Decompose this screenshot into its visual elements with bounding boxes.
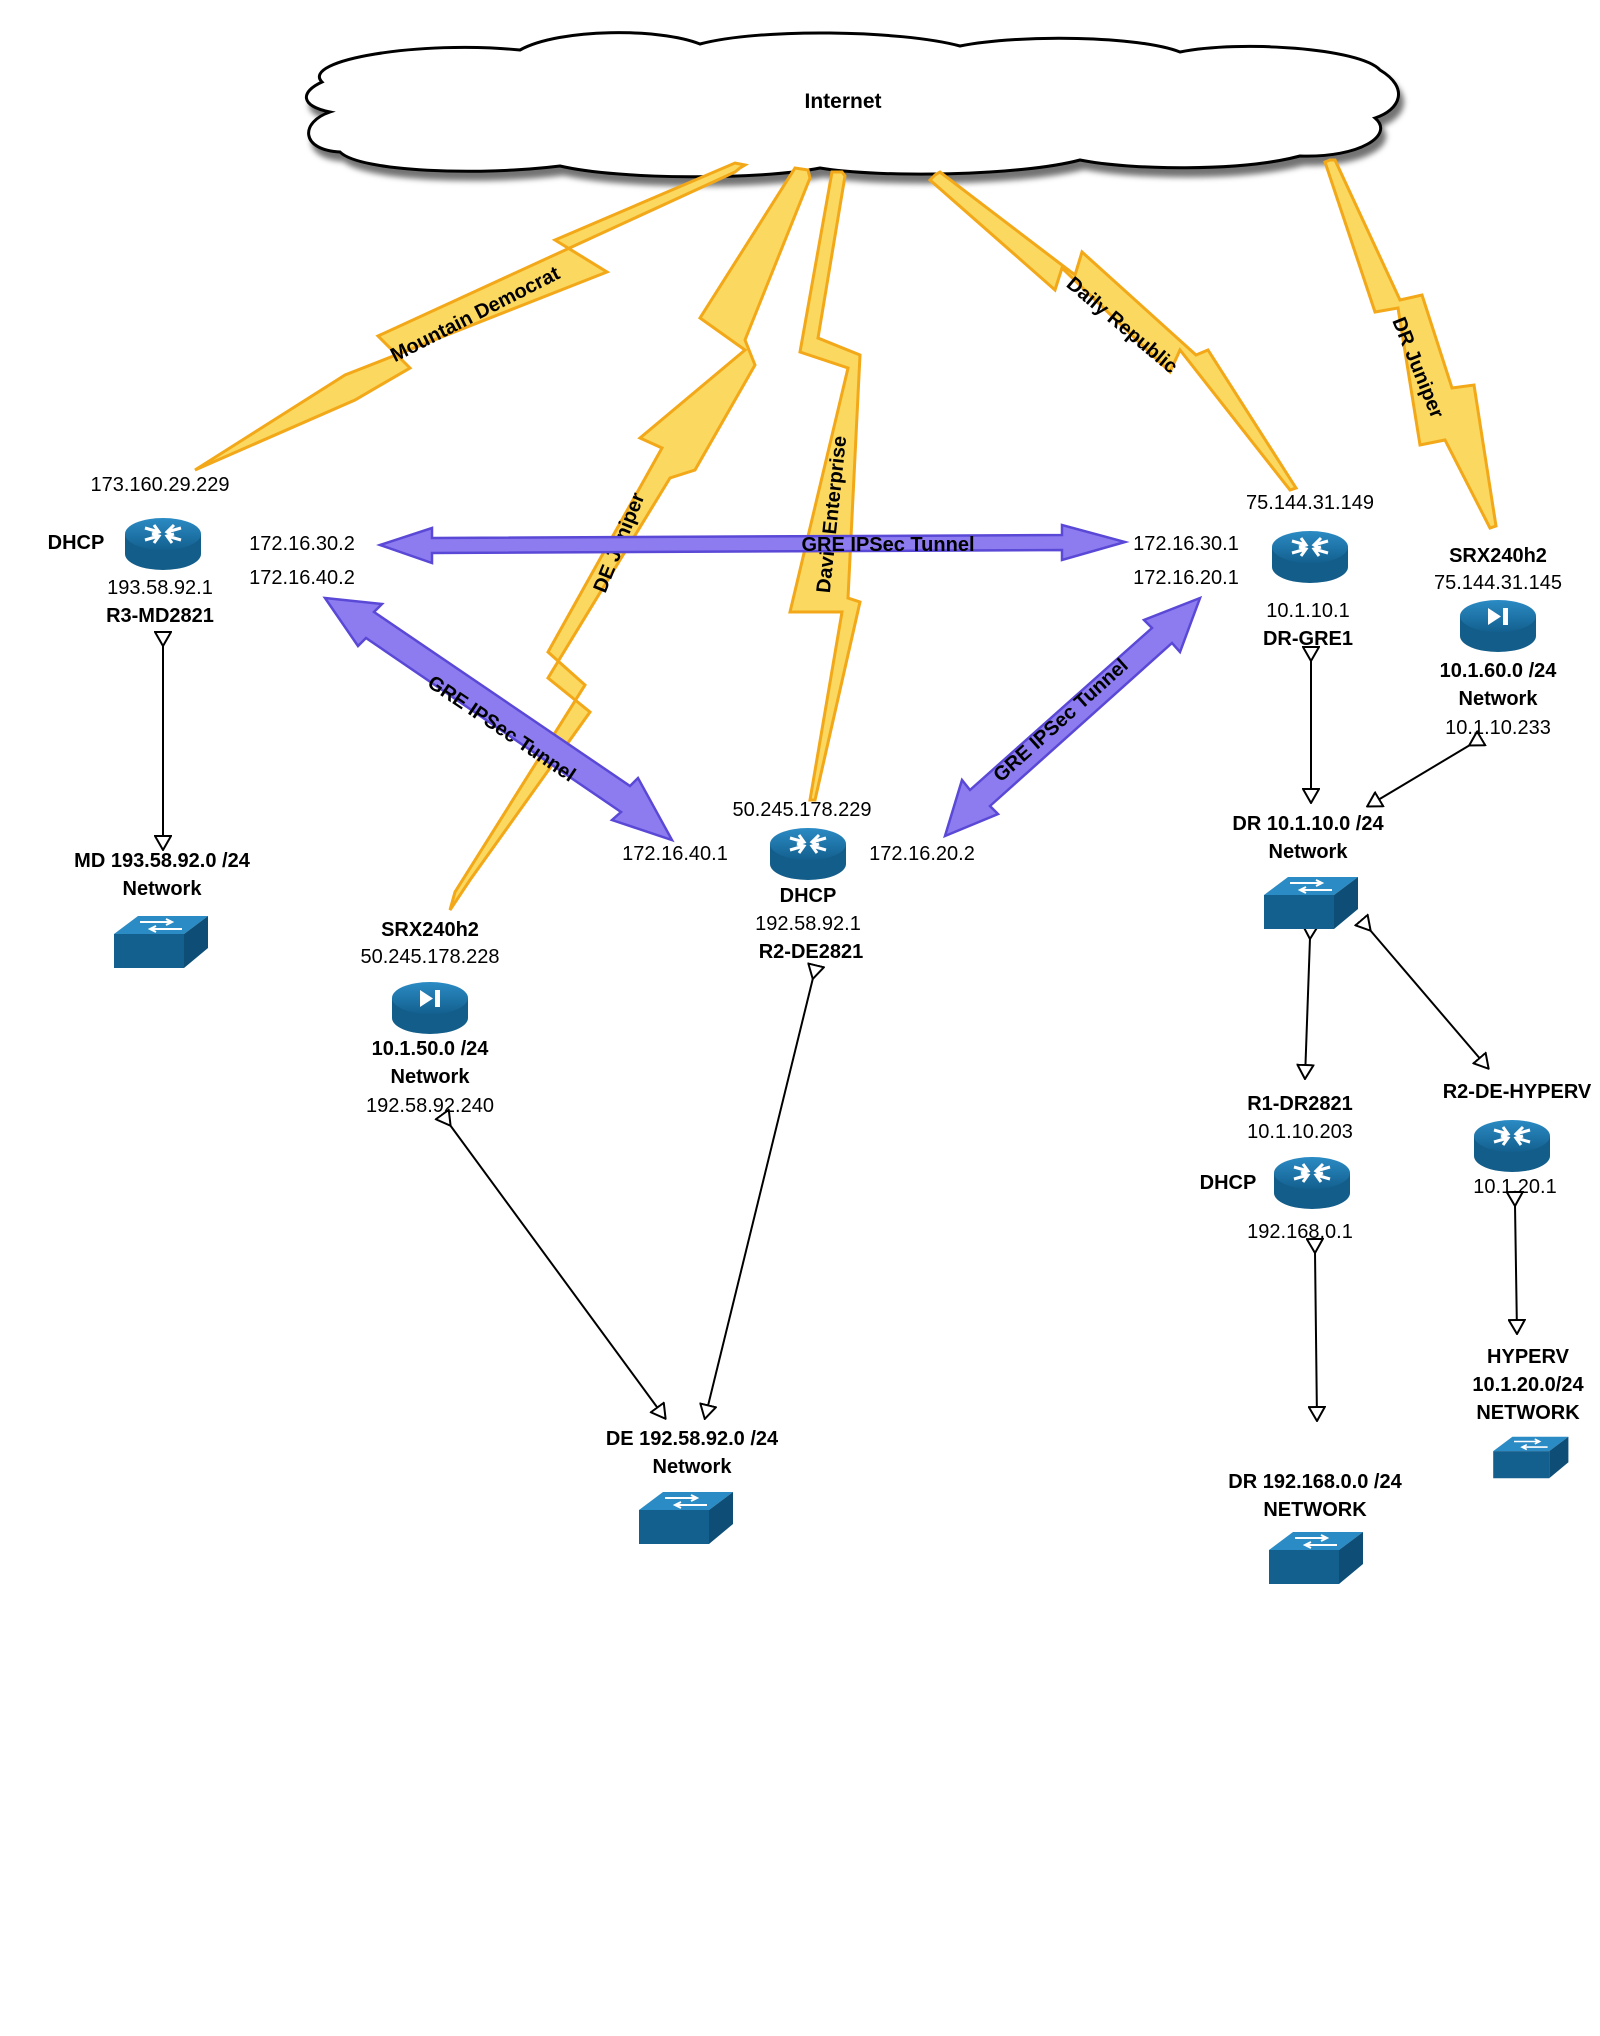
connector-de-router-network: [705, 978, 813, 1418]
hyperv-network-sublabel: NETWORK: [1476, 1402, 1580, 1424]
tunnel-gre-top-label: GRE IPSec Tunnel: [802, 534, 975, 556]
dr-wan-ip: 75.144.31.149: [1246, 492, 1374, 514]
dr-srx-wan-ip: 75.144.31.145: [1434, 572, 1562, 594]
dr-network-label: DR 10.1.10.0 /24: [1232, 813, 1384, 835]
md-wan-ip: 173.160.29.229: [90, 474, 229, 496]
link-davis-enterprise: Davis Enterprise: [788, 170, 862, 802]
dr-192-network-switch-icon[interactable]: [1268, 1531, 1364, 1585]
link-dr-juniper: DR Juniper: [1323, 158, 1498, 530]
de-router-icon[interactable]: [768, 826, 848, 882]
hyperv-lan-ip: 10.1.20.1: [1473, 1176, 1556, 1198]
hyperv-network-switch-icon[interactable]: [1492, 1435, 1570, 1480]
r1-dr-name: R1-DR2821: [1247, 1093, 1353, 1115]
dr-srx-subnet-label: Network: [1459, 688, 1539, 710]
connector-dr-network-r1: [1305, 938, 1310, 1078]
de-srx-subnet-label: Network: [391, 1066, 471, 1088]
connector-de-srx-network: [450, 1125, 665, 1418]
connector-dr-network-hyperv: [1370, 930, 1488, 1068]
r1-dr-wan-ip: 10.1.10.203: [1247, 1121, 1353, 1143]
tunnel-gre-left: GRE IPSec Tunnel: [322, 596, 675, 843]
de-srx-icon[interactable]: [392, 982, 468, 1034]
de-srx-lan-ip: 192.58.92.240: [366, 1095, 494, 1117]
connector-dr-srx-network: [1368, 745, 1470, 806]
de-tunnel-right-ip: 172.16.20.2: [869, 843, 975, 865]
r1-dr-dhcp-label: DHCP: [1200, 1172, 1257, 1194]
md-network-sublabel: Network: [123, 878, 203, 900]
de-network-sublabel: Network: [653, 1456, 733, 1478]
dr-192-network-sublabel: NETWORK: [1263, 1499, 1367, 1521]
dr-192-network-label: DR 192.168.0.0 /24: [1228, 1471, 1402, 1493]
tunnel-gre-right: GRE IPSec Tunnel: [943, 595, 1203, 839]
dr-srx-lan-ip: 10.1.10.233: [1445, 717, 1551, 739]
r1-dr-router-icon[interactable]: [1272, 1155, 1352, 1211]
hyperv-router-icon[interactable]: [1472, 1118, 1552, 1174]
hyperv-network-subnet: 10.1.20.0/24: [1472, 1374, 1584, 1396]
dr-lan-ip: 10.1.10.1: [1266, 600, 1349, 622]
link-daily-republic: Daily Republic: [927, 170, 1299, 492]
md-network-switch-icon[interactable]: [113, 915, 209, 969]
de-network-label: DE 192.58.92.0 /24: [606, 1428, 779, 1450]
md-dhcp-label: DHCP: [48, 532, 105, 554]
de-dhcp-label: DHCP: [780, 885, 837, 907]
internet-cloud: Internet: [304, 31, 1400, 179]
md-router-icon[interactable]: [123, 516, 203, 572]
tunnel-ip-172-16-30-2: 172.16.30.2: [249, 533, 355, 555]
connector-r1-dr-network: [1315, 1252, 1317, 1420]
de-srx-subnet: 10.1.50.0 /24: [372, 1038, 490, 1060]
de-router-name: R2-DE2821: [759, 941, 864, 963]
dr-network-switch-icon[interactable]: [1263, 876, 1359, 930]
dr-srx-name: SRX240h2: [1449, 545, 1547, 567]
de-srx-name: SRX240h2: [381, 919, 479, 941]
dr-srx-subnet: 10.1.60.0 /24: [1440, 660, 1558, 682]
dr-network-sublabel: Network: [1269, 841, 1349, 863]
md-network-label: MD 193.58.92.0 /24: [74, 850, 251, 872]
tunnel-gre-top: GRE IPSec Tunnel: [376, 523, 1130, 565]
md-lan-ip: 193.58.92.1: [107, 577, 213, 599]
internet-label: Internet: [804, 90, 881, 113]
de-wan-ip: 50.245.178.229: [732, 799, 871, 821]
de-lan-ip: 192.58.92.1: [755, 913, 861, 935]
hyperv-router-name: R2-DE-HYPERV: [1443, 1081, 1592, 1103]
connector-hyperv-router-network: [1515, 1205, 1517, 1333]
md-router-name: R3-MD2821: [106, 605, 214, 627]
dr-tunnel-ip2: 172.16.20.1: [1133, 567, 1239, 589]
link-mountain-democrat-label: Mountain Democrat: [387, 262, 564, 367]
dr-gre-router-icon[interactable]: [1270, 529, 1350, 585]
dr-tunnel-ip1: 172.16.30.1: [1133, 533, 1239, 555]
dr-router-name: DR-GRE1: [1263, 628, 1353, 650]
de-srx-wan-ip: 50.245.178.228: [360, 946, 499, 968]
dr-srx-icon[interactable]: [1460, 600, 1536, 652]
tunnel-ip-172-16-40-2: 172.16.40.2: [249, 567, 355, 589]
de-tunnel-left-ip: 172.16.40.1: [622, 843, 728, 865]
de-network-switch-icon[interactable]: [638, 1491, 734, 1545]
connectors: [163, 645, 1517, 1420]
tunnel-gre-right-label: GRE IPSec Tunnel: [989, 654, 1132, 786]
r1-dr-lan-ip: 192.168.0.1: [1247, 1221, 1353, 1243]
hyperv-network-label: HYPERV: [1487, 1346, 1570, 1368]
